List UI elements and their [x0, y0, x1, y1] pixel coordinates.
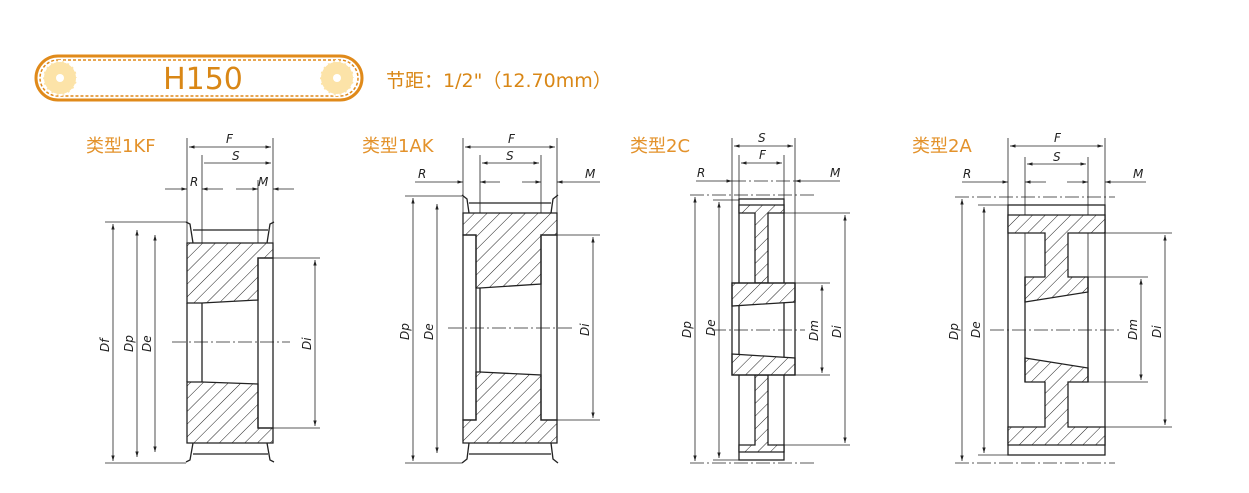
dim-dp: Dp	[947, 323, 961, 340]
dim-di: Di	[300, 337, 314, 350]
dim-de: De	[422, 323, 436, 340]
dim-dm: Dm	[807, 320, 821, 341]
dim-dp: Dp	[122, 335, 136, 352]
gear-icon-right	[319, 60, 355, 96]
dim-f: F	[226, 132, 234, 146]
gear-icon-left	[42, 60, 78, 96]
dim-dp: Dp	[680, 321, 694, 338]
dim-dm: Dm	[1126, 319, 1140, 340]
dim-dp: Dp	[398, 323, 412, 340]
dim-de: De	[140, 335, 154, 352]
drawing-type-2a: 类型2A F S R M Dp De Dm Di	[912, 131, 1172, 464]
dim-r: R	[418, 167, 426, 181]
type-label: 类型2C	[630, 136, 690, 157]
drawing-type-1kf: 类型1KF F S R M Df Dp De Di	[86, 132, 320, 464]
dim-m: M	[258, 175, 269, 189]
drawing-type-1ak: 类型1AK F S R M Dp De Di	[362, 132, 600, 464]
dim-f: F	[759, 148, 767, 162]
belt-profile-title: H150	[163, 62, 243, 97]
dim-di: Di	[578, 323, 592, 336]
dim-f: F	[1054, 131, 1062, 145]
dim-m: M	[585, 167, 596, 181]
dim-m: M	[830, 166, 841, 180]
dim-df: Df	[98, 337, 112, 352]
dim-s: S	[758, 131, 766, 145]
type-label: 类型1AK	[362, 136, 435, 157]
dim-m: M	[1133, 167, 1144, 181]
dim-s: S	[1053, 150, 1061, 164]
dim-r: R	[963, 167, 971, 181]
drawing-type-2c: 类型2C S F R M Dp De Dm Di	[630, 131, 850, 464]
dim-r: R	[697, 166, 705, 180]
header-badge: H150	[34, 54, 364, 102]
dim-di: Di	[830, 325, 844, 338]
type-label: 类型2A	[912, 136, 972, 157]
type-label: 类型1KF	[86, 136, 156, 157]
dim-f: F	[508, 132, 516, 146]
dim-s: S	[232, 149, 240, 163]
dim-de: De	[969, 321, 983, 338]
pitch-label: 节距：1/2"（12.70mm）	[386, 70, 612, 92]
dim-de: De	[704, 319, 718, 336]
dim-r: R	[190, 175, 198, 189]
dim-s: S	[506, 149, 514, 163]
dim-di: Di	[1150, 325, 1164, 338]
